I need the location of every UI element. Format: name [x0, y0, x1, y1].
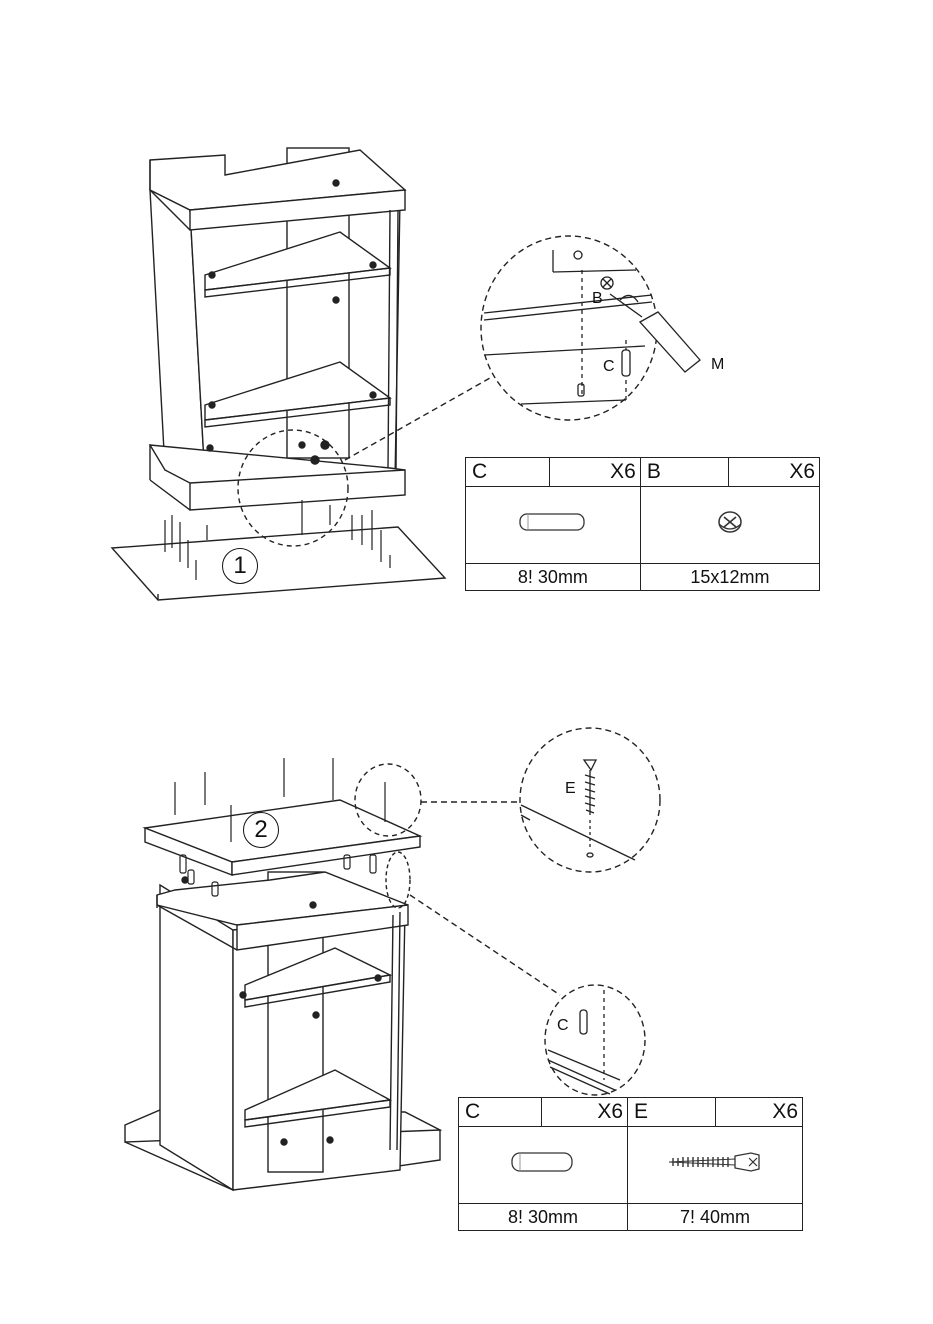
screw-icon [665, 1150, 765, 1174]
assembly-step-1: B C M 1 C X6 B X6 [0, 0, 933, 650]
part-size: 8! 30mm [466, 564, 641, 591]
step-number-badge: 1 [222, 548, 258, 584]
step-number-badge: 2 [243, 812, 279, 848]
callout-c: C [557, 1017, 569, 1035]
part-picture-cell [459, 1127, 628, 1204]
base-board [112, 527, 445, 600]
part-picture-cell [628, 1127, 803, 1204]
callout-b: B [592, 290, 603, 308]
part-picture-cell [640, 487, 819, 564]
part-picture-cell [466, 487, 641, 564]
dowel-icon [510, 1149, 576, 1175]
part-label: C [459, 1098, 542, 1127]
part-size: 15x12mm [640, 564, 819, 591]
cabinet-side-left [160, 885, 233, 1190]
cam-lock-icon [715, 507, 745, 537]
part-quantity: X6 [542, 1098, 628, 1127]
dowel-detail [580, 1010, 587, 1034]
callout-e: E [565, 780, 576, 798]
parts-table-step-2: C X6 E X6 8! 30 [458, 1097, 803, 1231]
zoom-circle-dowel [545, 985, 645, 1095]
part-label: C [466, 458, 550, 487]
part-quantity: X6 [550, 458, 640, 487]
parts-table-step-1: C X6 B X6 8! 30mm 15 [465, 457, 820, 591]
part-label: E [628, 1098, 716, 1127]
zoom-circle-detail [481, 236, 657, 420]
part-label: B [640, 458, 728, 487]
callout-m: M [711, 356, 724, 374]
part-size: 8! 30mm [459, 1204, 628, 1231]
part-quantity: X6 [729, 458, 820, 487]
part-quantity: X6 [716, 1098, 803, 1127]
assembly-step-2: E C 2 C X6 E X6 [0, 650, 933, 1324]
dowel-icon [518, 511, 588, 533]
callout-c: C [603, 358, 615, 376]
part-size: 7! 40mm [628, 1204, 803, 1231]
